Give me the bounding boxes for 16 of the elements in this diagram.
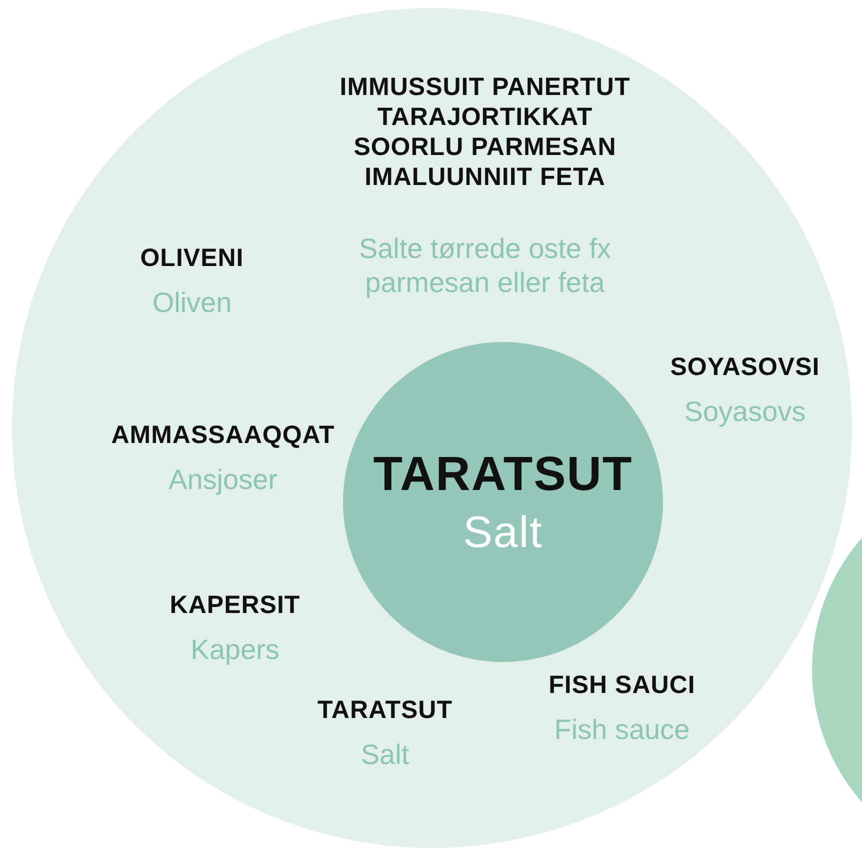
translation-text: Ansjoser: [168, 464, 278, 495]
subheading-text: Salt: [463, 506, 543, 558]
translation-text: Kapers: [190, 634, 280, 665]
translation-text: Salte tørrede oste fx parmesan eller feta: [358, 233, 612, 298]
ingredient-name: SOYASOVSI: [670, 353, 820, 381]
ingredient-name: IMMUSSUIT PANERTUT TARAJORTIKKAT SOORLU PARMESAN IMALUUNNIIT FETA: [340, 73, 630, 191]
ingredient-name: FISH SAUCI: [548, 671, 696, 699]
ingredient-name: AMMASSAAQQAT: [111, 421, 335, 449]
translation-text: Soyasovs: [684, 396, 806, 427]
heading-text: TARATSUT: [373, 446, 633, 502]
translation-text: Salt: [360, 739, 410, 770]
ingredient-name: TARATSUT: [318, 696, 452, 724]
ingredient-name: KAPERSIT: [170, 591, 300, 619]
ingredient-name: OLIVENI: [140, 244, 244, 272]
translation-text: Fish sauce: [554, 714, 690, 745]
translation-text: Oliven: [152, 287, 232, 318]
